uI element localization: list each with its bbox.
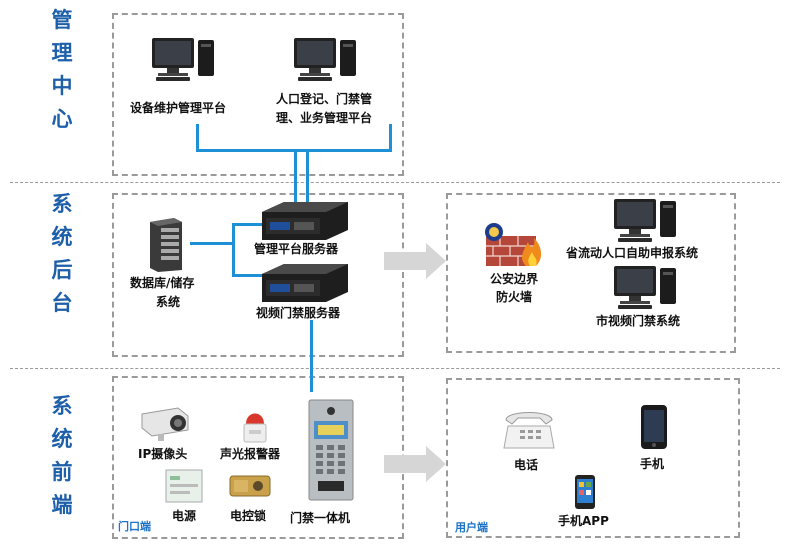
provincial-system-label: 省流动人口自助申报系统: [566, 246, 699, 260]
side-char: 端: [51, 493, 73, 517]
side-char: 管: [51, 8, 73, 32]
mobile-app-icon: [575, 475, 595, 509]
backend-box: [112, 193, 404, 357]
ip-camera-label: IP摄像头: [138, 447, 188, 461]
lock-label: 电控锁: [230, 509, 267, 523]
firewall-label-line2: 防火墙: [496, 290, 533, 304]
connector-line: [306, 149, 309, 204]
connector-line: [310, 320, 313, 392]
power-label: 电源: [172, 509, 197, 523]
desktop-computer-icon: [152, 38, 214, 81]
database-label-line1: 数据库/储存: [130, 276, 195, 290]
telephone-icon: [503, 412, 555, 449]
connector-line: [232, 223, 235, 277]
telephone-label: 电话: [514, 458, 539, 472]
section-divider: [10, 368, 780, 369]
device-platform-label: 设备维护管理平台: [130, 101, 227, 115]
connector-line: [232, 223, 268, 226]
user-box: [446, 378, 740, 538]
section-divider: [10, 182, 780, 183]
firewall-label-line1: 公安边界: [490, 272, 539, 286]
side-char: 系: [51, 192, 73, 216]
side-char: 理: [51, 41, 73, 65]
firewall-icon: [485, 223, 542, 266]
side-label-backend: 系 统 后 台: [40, 188, 84, 320]
side-char: 前: [51, 460, 73, 484]
external-box: [446, 193, 736, 353]
population-platform-label-line2: 理、业务管理平台: [276, 111, 373, 125]
access-control-panel-icon: [308, 399, 354, 501]
desktop-computer-icon: [614, 266, 676, 309]
user-side-tag: 用户端: [455, 521, 488, 534]
access-unit-label: 门禁一体机: [290, 511, 351, 525]
connector-line: [196, 124, 199, 152]
side-char: 中: [51, 74, 73, 98]
alarm-siren-icon: [243, 413, 267, 443]
side-char: 统: [51, 427, 73, 451]
desktop-computer-icon: [614, 199, 676, 242]
database-server-icon: [150, 218, 182, 272]
management-box: [112, 13, 404, 176]
connector-line: [190, 242, 234, 245]
electric-lock-icon: [229, 475, 271, 497]
side-char: 心: [51, 107, 73, 131]
mobile-phone-icon: [641, 405, 667, 449]
database-label-line2: 系统: [156, 295, 181, 309]
ip-camera-icon: [141, 407, 189, 441]
rack-server-icon: [262, 264, 348, 302]
rack-server-icon: [262, 202, 348, 240]
right-arrow-icon: [384, 446, 446, 482]
desktop-computer-icon: [294, 38, 356, 81]
power-supply-icon: [165, 469, 203, 503]
city-video-system-label: 市视频门禁系统: [596, 314, 681, 328]
mobile-app-label: 手机APP: [558, 514, 609, 528]
connector-line: [294, 149, 297, 204]
alarm-label: 声光报警器: [220, 447, 281, 461]
connector-line: [232, 274, 268, 277]
video-server-label: 视频门禁服务器: [256, 306, 341, 320]
right-arrow-icon: [384, 243, 446, 279]
mgmt-server-label: 管理平台服务器: [254, 242, 339, 256]
mobile-label: 手机: [640, 457, 665, 471]
side-char: 台: [51, 291, 73, 315]
side-char: 统: [51, 225, 73, 249]
population-platform-label-line1: 人口登记、门禁管: [276, 92, 373, 106]
side-char: 后: [51, 258, 73, 282]
connector-line: [389, 124, 392, 152]
side-char: 系: [51, 394, 73, 418]
side-label-frontend: 系 统 前 端: [40, 390, 84, 522]
door-side-tag: 门口端: [118, 520, 151, 533]
side-label-management: 管 理 中 心: [40, 4, 84, 136]
